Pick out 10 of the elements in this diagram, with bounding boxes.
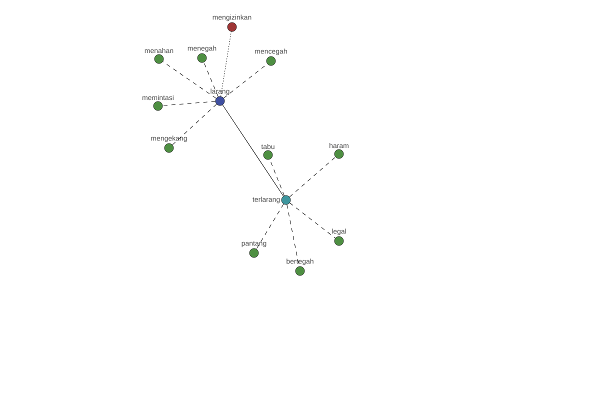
connector [289, 156, 336, 198]
connector [289, 202, 336, 238]
connector [204, 62, 218, 97]
connector [222, 104, 284, 196]
connector [162, 101, 216, 106]
connector [162, 61, 216, 99]
connector [270, 159, 284, 196]
connector [256, 204, 284, 250]
connector [172, 104, 217, 146]
connector [220, 31, 232, 97]
